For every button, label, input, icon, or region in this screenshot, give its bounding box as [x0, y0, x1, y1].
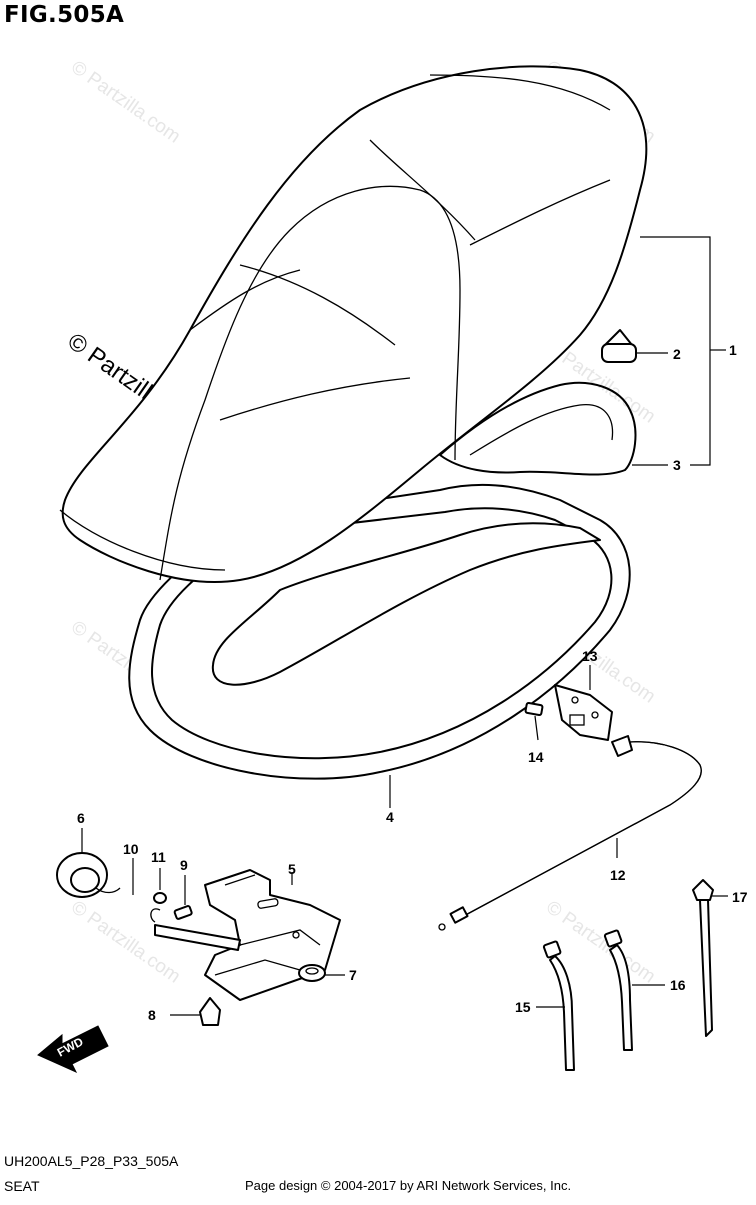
callout-1: 1 — [729, 342, 737, 358]
cable-tie-17 — [692, 879, 714, 1037]
callout-9: 9 — [180, 857, 188, 873]
bolt — [173, 905, 193, 920]
callout-16: 16 — [670, 977, 686, 993]
callout-8: 8 — [148, 1007, 156, 1023]
callout-12: 12 — [610, 867, 626, 883]
lock-bolt — [524, 702, 544, 716]
callout-11: 11 — [151, 849, 166, 865]
callout-10: 10 — [123, 841, 139, 857]
callout-6: 6 — [77, 810, 85, 826]
diagram-code: UH200AL5_P28_P33_505A — [4, 1153, 179, 1169]
callouts: 1 2 3 4 5 6 7 8 9 10 11 12 13 14 15 16 1… — [77, 342, 748, 1023]
copyright-credit: Page design © 2004-2017 by ARI Network S… — [245, 1178, 572, 1193]
stopper — [199, 997, 221, 1026]
seat-frame-rim — [439, 381, 637, 476]
leader-lines — [81, 236, 728, 1016]
callout-3: 3 — [673, 457, 681, 473]
callout-13: 13 — [582, 648, 598, 664]
e-clip — [150, 908, 161, 923]
callout-2: 2 — [673, 346, 681, 362]
figure-title: FIG.505A — [4, 2, 125, 28]
cable-tie-16 — [603, 929, 633, 1051]
callout-7: 7 — [349, 967, 357, 983]
callout-15: 15 — [515, 999, 531, 1015]
diagram-name: SEAT — [4, 1178, 40, 1194]
watermark: © Partzilla.com — [67, 57, 184, 148]
cable-tie-15 — [542, 940, 575, 1071]
seat-cushion — [59, 65, 648, 583]
washer — [153, 892, 167, 904]
fwd-arrow: FWD — [37, 1025, 109, 1074]
callout-5: 5 — [288, 861, 296, 877]
watermark: © Partzilla.com — [67, 897, 184, 988]
callout-14: 14 — [528, 749, 544, 765]
seat-lock — [554, 684, 613, 741]
callout-4: 4 — [386, 809, 394, 825]
seat-cover-roll — [56, 852, 121, 898]
grommet — [298, 964, 326, 982]
callout-17: 17 — [732, 889, 748, 905]
rubber-bumper — [601, 329, 637, 363]
seat-lock-cable — [438, 735, 702, 931]
